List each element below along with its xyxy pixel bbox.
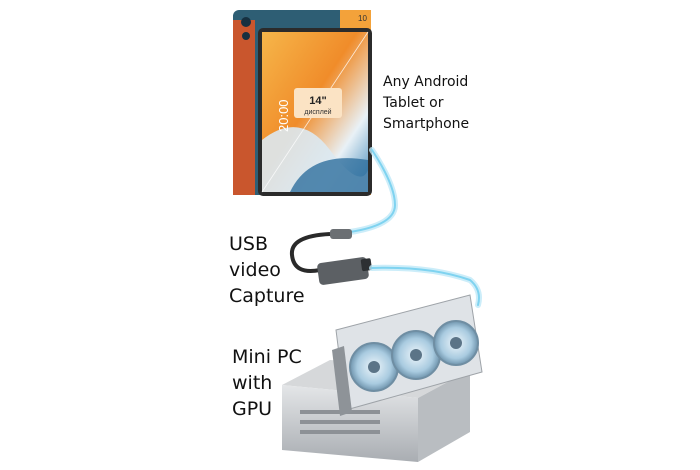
capture-label-line: USB [229, 233, 269, 255]
usb-c-plug [330, 229, 352, 239]
pc-vent [300, 420, 380, 424]
screen-size-badge [294, 88, 342, 118]
capture-label-line: Capture [229, 285, 305, 307]
usb-cable [347, 147, 399, 235]
screen-caption-text: дисплей [304, 108, 331, 116]
pc-label-line: with [232, 372, 273, 394]
pc-label-line: GPU [232, 398, 273, 420]
tablet-device: 14" дисплей 20:00 10 [233, 10, 372, 196]
clock-text: 20:00 [276, 99, 291, 132]
tablet-camera-lens-icon [242, 32, 250, 40]
gpu-fan-hub-icon [450, 337, 462, 349]
gpu-fan-hub-icon [410, 349, 422, 361]
corner-number-text: 10 [358, 14, 367, 23]
tablet-side-strip [233, 20, 255, 195]
gpu-card [332, 294, 483, 416]
wallpaper-swirl-dark [290, 158, 368, 192]
screen-size-text: 14" [309, 95, 326, 107]
usb-capture-dongle [289, 229, 372, 285]
tablet-label: Any Android Tablet or Smartphone [383, 72, 493, 135]
capture-label: USB video Capture [229, 231, 309, 309]
capture-body [317, 257, 369, 285]
pc-label: Mini PC with GPU [232, 344, 322, 422]
gpu-bracket [332, 346, 352, 416]
hdmi-cable [369, 264, 482, 308]
pc-side-face [418, 370, 470, 462]
pc-vent [300, 430, 380, 434]
hdmi-cable-core [371, 266, 480, 306]
tablet-label-line: Any Android [383, 74, 469, 90]
gpu-fan-hub-icon [368, 361, 380, 373]
tablet-label-line: Tablet or [383, 95, 444, 111]
dongle-cable [289, 232, 331, 273]
pc-label-line: Mini PC [232, 346, 302, 368]
cable-core [349, 149, 397, 233]
tablet-camera-icon [241, 17, 251, 27]
tablet-label-line: Smartphone [383, 116, 470, 132]
capture-label-line: video [229, 259, 281, 281]
